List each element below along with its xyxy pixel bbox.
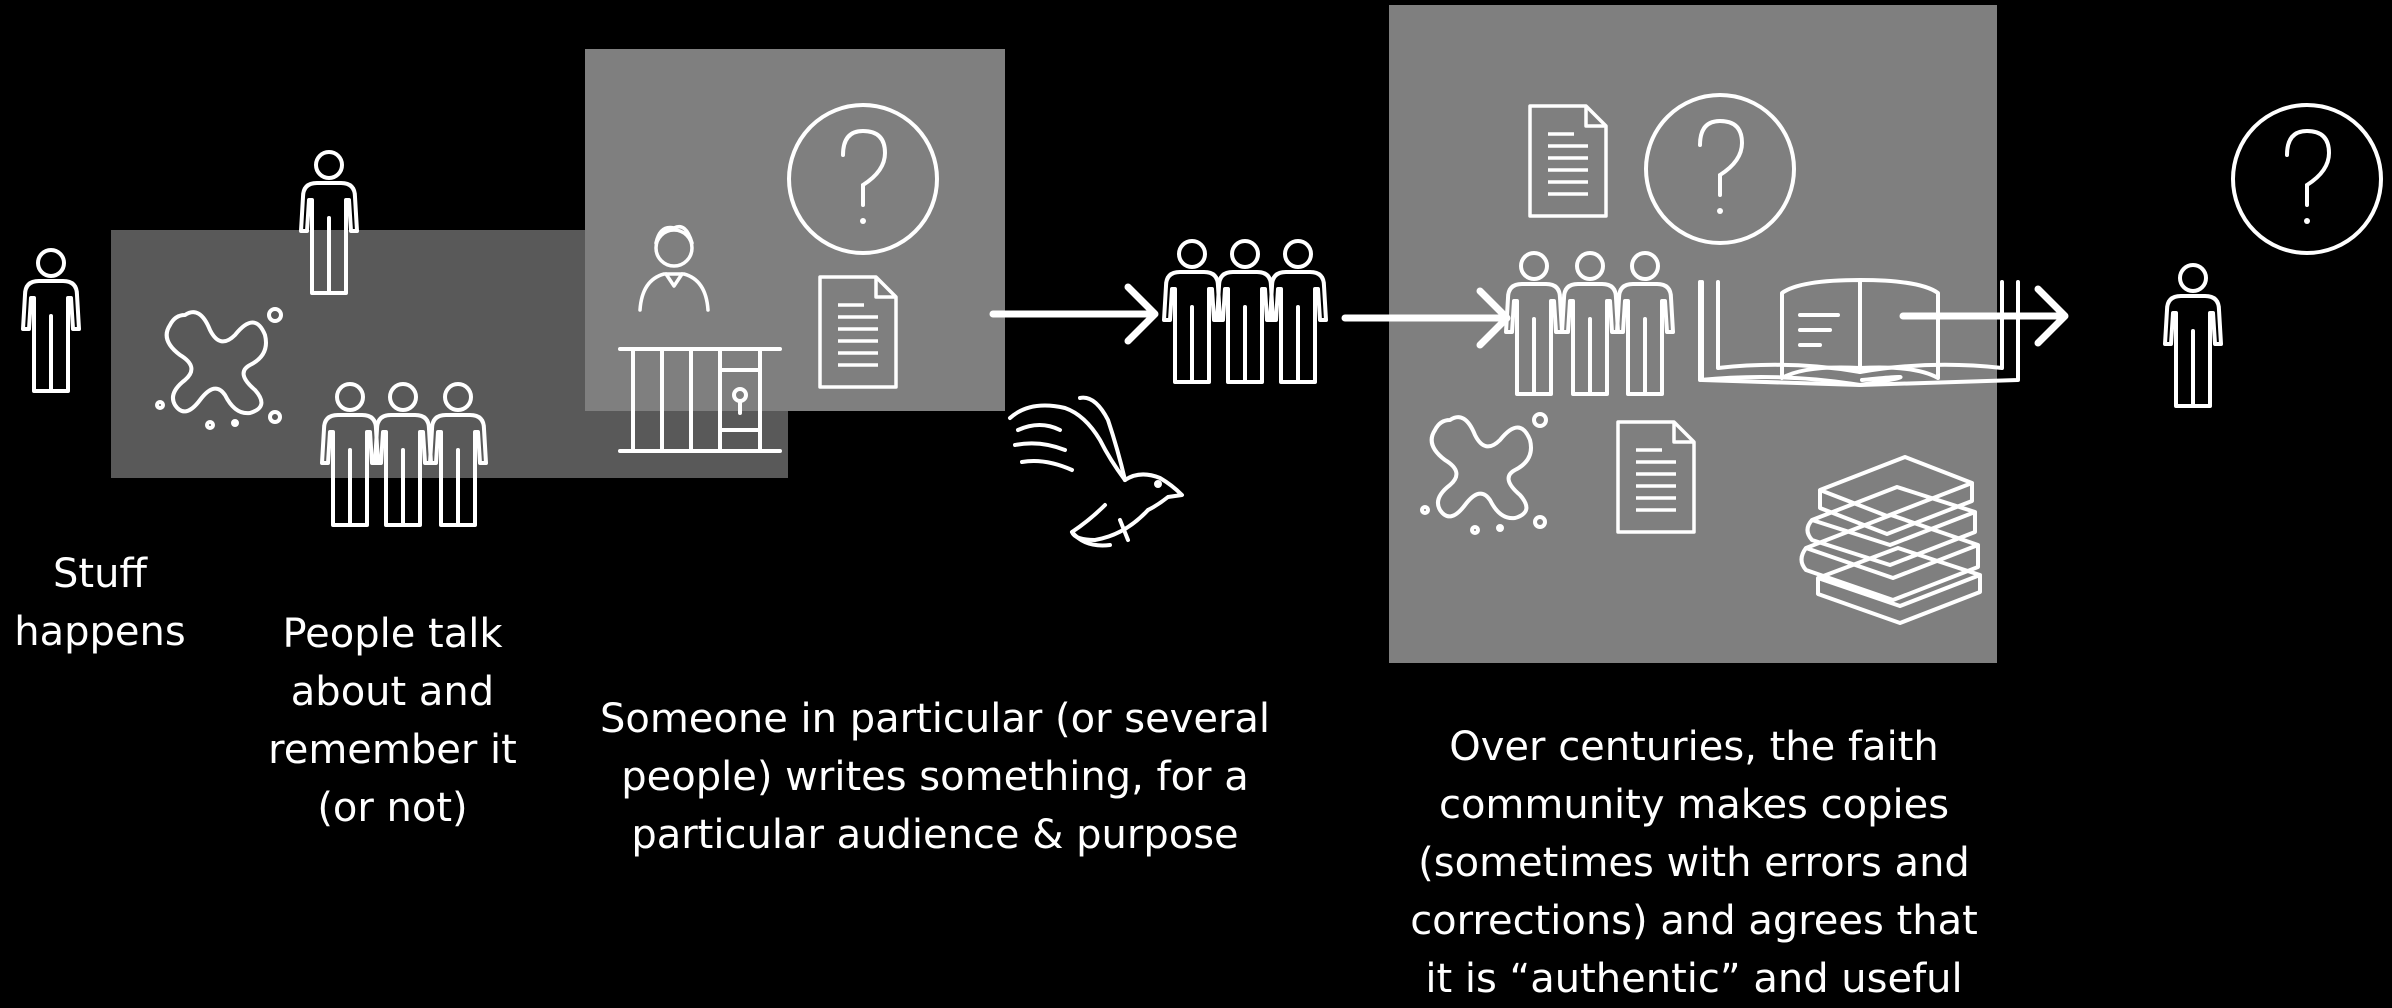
splat-icon: [1420, 412, 1548, 535]
question-icon: [1644, 93, 1796, 245]
document-icon: [818, 275, 898, 389]
document-icon: [1528, 104, 1608, 218]
eagle-icon: [1008, 395, 1184, 548]
author-icon: [638, 224, 710, 312]
books-stack-icon: [1799, 455, 1982, 625]
caption-people-talk: People talk about and remember it (or no…: [268, 611, 517, 831]
person-icon: [2163, 263, 2223, 408]
caption-faith-community: Over centuries, the faith community make…: [1410, 724, 1978, 1002]
document-icon: [1616, 420, 1696, 534]
person-icon: [299, 150, 359, 295]
question-icon: [787, 103, 939, 255]
arrow-right-icon: [1903, 289, 2065, 343]
open-book-icon: [1698, 278, 2020, 387]
jail-icon: [618, 347, 782, 453]
person-icon: [21, 248, 81, 393]
group-icon: [320, 382, 488, 527]
question-icon: [2231, 103, 2383, 255]
group-icon: [1162, 239, 1328, 384]
arrow-right-icon: [993, 287, 1155, 341]
caption-stuff-happens: Stuff happens: [14, 551, 186, 655]
group-icon: [1504, 251, 1675, 396]
splat-icon: [155, 307, 283, 430]
arrow-right-icon: [1345, 291, 1507, 345]
caption-someone-writes: Someone in particular (or several people…: [599, 696, 1271, 858]
